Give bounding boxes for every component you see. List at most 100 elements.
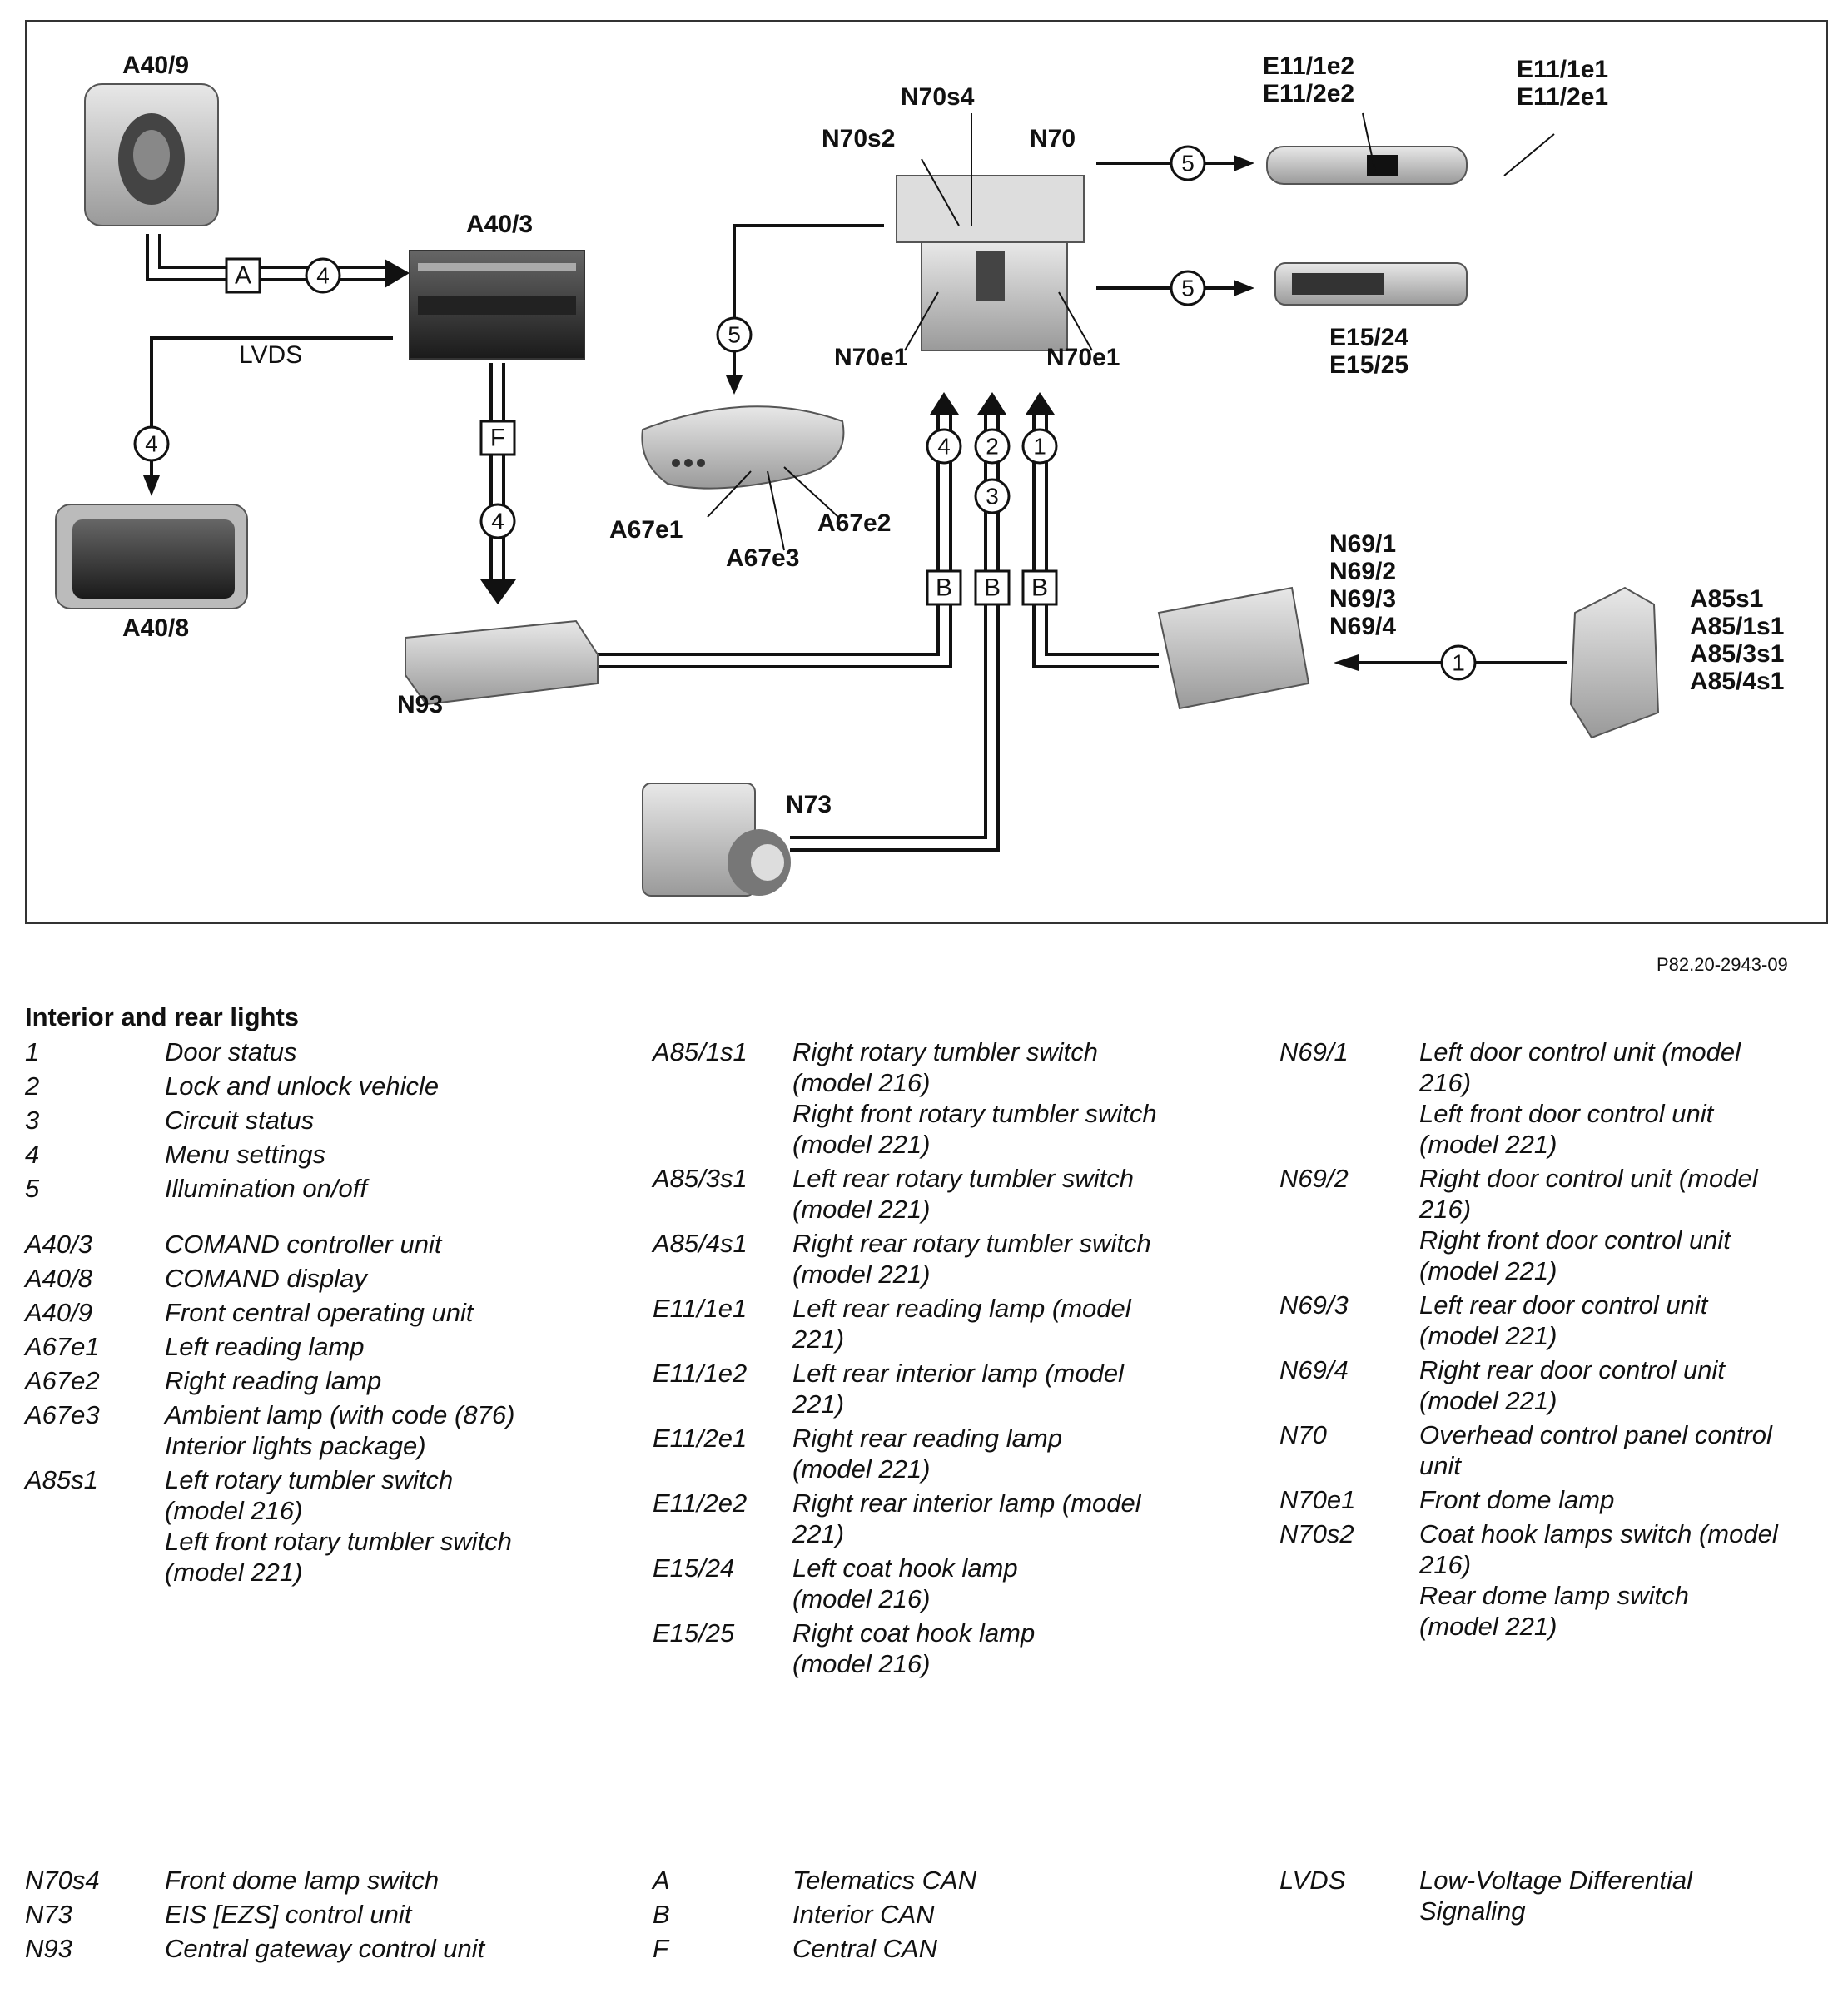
- legend-description-line: Overhead control panel control: [1419, 1420, 1772, 1449]
- legend-description: EIS [EZS] control unit: [165, 1899, 411, 1930]
- legend-description: Menu settings: [165, 1139, 325, 1170]
- label-a85-4s1: A85/4s1: [1690, 668, 1784, 695]
- a85-switch-picture: [1569, 586, 1660, 739]
- bus-b-line-3: [1032, 413, 1159, 668]
- legend-title: Interior and rear lights: [25, 1002, 300, 1031]
- figure-reference: P82.20-2943-09: [1657, 954, 1788, 975]
- legend-key: B: [653, 1900, 670, 1929]
- label-a40-9: A40/9: [122, 52, 189, 79]
- legend-description-line: Right rear rotary tumbler switch: [792, 1229, 1151, 1258]
- legend-description: Left rear rotary tumbler switch(model 22…: [792, 1163, 1134, 1225]
- legend-description-line: EIS [EZS] control unit: [165, 1900, 412, 1929]
- legend-description: Central gateway control unit: [165, 1933, 484, 1964]
- signal-circle-4d: 4: [937, 434, 951, 460]
- signal-circle-5b: 5: [1181, 151, 1195, 176]
- legend-description-line: unit: [1419, 1451, 1461, 1480]
- legend-key: A40/8: [25, 1264, 93, 1293]
- a40-3-unit-picture: [409, 250, 585, 360]
- legend-key: A40/3: [25, 1230, 93, 1259]
- legend-description-line: 221): [792, 1325, 845, 1354]
- legend-description-line: Right front rotary tumbler switch: [792, 1099, 1157, 1128]
- legend-description: Right rear rotary tumbler switch(model 2…: [792, 1228, 1151, 1290]
- legend-description-line: (model 221): [792, 1130, 931, 1159]
- legend-key: N70: [1279, 1420, 1327, 1449]
- label-a67e3: A67e3: [726, 544, 799, 572]
- legend-entry: A40/3 COMAND controller unit: [25, 1229, 624, 1260]
- bus-b-line-2-inner: [790, 413, 1000, 852]
- bus-b-box-3: [1021, 569, 1058, 606]
- legend-key: N70s2: [1279, 1519, 1354, 1548]
- legend-description-line: (model 221): [792, 1260, 931, 1289]
- n70-panel-picture: [896, 175, 1085, 351]
- legend-key: N93: [25, 1934, 72, 1963]
- signal-circle-4a: 4: [316, 263, 330, 289]
- label-e11-2e2: E11/2e2: [1263, 80, 1354, 107]
- legend-key: A85/4s1: [653, 1229, 748, 1258]
- bus-b-label-2: B: [984, 574, 1001, 602]
- legend-description: Central CAN: [792, 1933, 937, 1964]
- legend-entry: A85/4s1 Right rear rotary tumbler switch(…: [653, 1228, 1252, 1290]
- legend-description-line: (model 216): [165, 1496, 303, 1525]
- legend-key: A85/1s1: [653, 1037, 748, 1066]
- bus-b-line-3-inner: [1045, 413, 1159, 656]
- label-n70: N70: [1030, 125, 1076, 152]
- label-a85s1: A85s1: [1690, 585, 1763, 613]
- legend-description-line: Interior lights package): [165, 1431, 426, 1460]
- legend-key: A67e1: [25, 1332, 100, 1361]
- signal-circle-1b: 1: [1452, 650, 1465, 676]
- bus-b-label-3: B: [1031, 574, 1048, 602]
- bus-f-label: F: [490, 425, 505, 452]
- legend-description: COMAND display: [165, 1263, 367, 1294]
- arrow-e15: [1234, 280, 1254, 296]
- legend-description-line: (model 221): [1419, 1130, 1557, 1159]
- legend-key: LVDS: [1279, 1866, 1346, 1895]
- legend-description: Telematics CAN: [792, 1865, 976, 1896]
- bus-b-label-1: B: [936, 574, 952, 602]
- legend-description-line: Ambient lamp (with code (876): [165, 1400, 515, 1429]
- legend-key: 5: [25, 1174, 40, 1203]
- signal-circle-4b: 4: [145, 431, 158, 457]
- arrow-n70-1: [930, 392, 959, 415]
- label-n69-4: N69/4: [1329, 613, 1396, 640]
- legend-key: E11/2e1: [653, 1424, 748, 1453]
- bus-b-box-2: [974, 569, 1011, 606]
- legend-description-line: 221): [792, 1389, 845, 1419]
- legend-description-line: Central CAN: [792, 1934, 937, 1963]
- legend-description-line: Left rear interior lamp (model: [792, 1359, 1124, 1388]
- legend-description: Front central operating unit: [165, 1297, 474, 1328]
- bus-b-line-1-inner: [598, 413, 952, 668]
- legend-description: Right rotary tumbler switch(model 216)Ri…: [792, 1036, 1157, 1160]
- legend-description-line: Signaling: [1419, 1896, 1526, 1926]
- label-n69-1: N69/1: [1329, 530, 1396, 558]
- legend-key: E11/1e2: [653, 1359, 748, 1388]
- bus-b-line-2: [790, 413, 987, 839]
- legend-description: Lock and unlock vehicle: [165, 1071, 439, 1101]
- legend-description: Interior CAN: [792, 1899, 935, 1930]
- legend-description: Right rear door control unit(model 221): [1419, 1354, 1725, 1416]
- label-a85-1s1: A85/1s1: [1690, 613, 1784, 640]
- legend-key: N69/3: [1279, 1290, 1349, 1320]
- label-e11-1e1: E11/1e1: [1517, 56, 1608, 83]
- legend-entry: A40/8 COMAND display: [25, 1263, 624, 1294]
- arrow-n69: [1334, 654, 1359, 671]
- legend-description-line: Left reading lamp: [165, 1332, 365, 1361]
- legend-description: COMAND controller unit: [165, 1229, 441, 1260]
- bus-b-line-1: [598, 413, 940, 656]
- legend-description-line: (model 216): [792, 1584, 931, 1613]
- legend-entry: N93 Central gateway control unit: [25, 1933, 624, 1964]
- legend-key: N69/2: [1279, 1164, 1349, 1193]
